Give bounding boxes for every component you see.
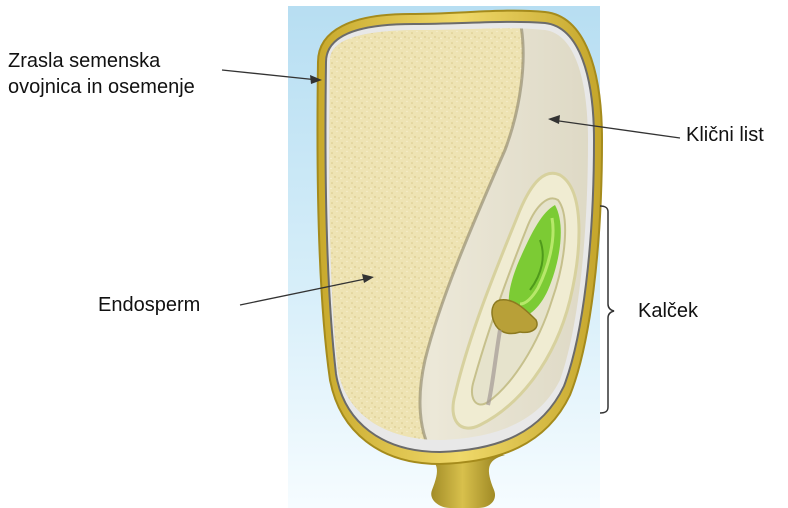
label-cotyledon: Klični list [686,122,764,148]
label-endosperm: Endosperm [98,292,200,318]
label-pericarp: Zrasla semenska ovojnica in osemenje [8,48,195,100]
label-pericarp-line2: ovojnica in osemenje [8,74,195,100]
embryo-bracket [600,206,614,413]
label-pericarp-line1: Zrasla semenska [8,48,195,74]
label-embryo: Kalček [638,298,698,324]
